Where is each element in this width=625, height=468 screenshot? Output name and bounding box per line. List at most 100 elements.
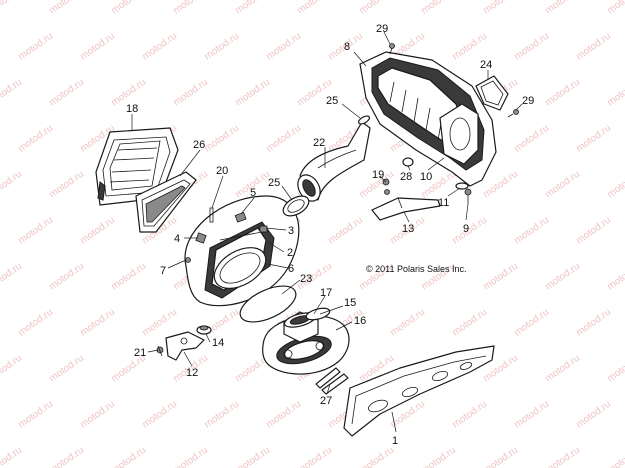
watermark-text: motod.ru (295, 0, 334, 16)
callout-14: 14 (212, 337, 224, 349)
watermark-text: motod.ru (605, 77, 625, 109)
watermark-text: motod.ru (543, 445, 582, 468)
watermark-text: motod.ru (264, 399, 303, 431)
watermark-text: motod.ru (16, 31, 55, 63)
leader-lines (131, 31, 523, 433)
callout-16: 16 (354, 315, 366, 327)
watermark-text: motod.ru (543, 261, 582, 293)
watermark-text: motod.ru (481, 0, 520, 16)
watermark-text: motod.ru (78, 215, 117, 247)
callout-labels: 18 26 20 5 3 4 2 7 6 23 17 15 16 21 14 1… (126, 23, 534, 447)
watermark-text: motod.ru (16, 307, 55, 339)
watermark-text: motod.ru (171, 77, 210, 109)
watermark-text: motod.ru (574, 307, 613, 339)
watermark-text: motod.ru (0, 77, 24, 109)
watermark-text: motod.ru (357, 0, 396, 16)
copyright-notice: © 2011 Polaris Sales Inc. (366, 264, 467, 274)
watermark-text: motod.ru (202, 31, 241, 63)
watermark-text: motod.ru (16, 123, 55, 155)
part-14-grommet (196, 325, 212, 335)
watermark-text: motod.ru (140, 399, 179, 431)
callout-19: 19 (372, 169, 384, 181)
watermark-text: motod.ru (543, 77, 582, 109)
watermark-text: motod.ru (0, 445, 24, 468)
watermark-text: motod.ru (450, 307, 489, 339)
callout-23: 23 (300, 273, 312, 285)
callout-29-right: 29 (522, 95, 534, 107)
part-21-screw (156, 345, 164, 357)
callout-12: 12 (186, 367, 198, 379)
watermark-text: motod.ru (481, 169, 520, 201)
callout-1: 1 (392, 435, 398, 447)
part-17-boot (283, 311, 319, 343)
part-25-clamp-lower (282, 195, 310, 217)
part-23-o-ring (239, 285, 297, 323)
watermark-text: motod.ru (574, 399, 613, 431)
watermark-text: motod.ru (140, 307, 179, 339)
watermark-text: motod.ru (543, 353, 582, 385)
watermark-text: motod.ru (233, 445, 272, 468)
watermark-text: motod.ru (264, 31, 303, 63)
watermark-text: motod.ru (512, 123, 551, 155)
watermark-text: motod.ru (264, 123, 303, 155)
hardware-4-7-20-5-3 (185, 207, 268, 263)
part-24-gasket (475, 75, 509, 111)
callout-2: 2 (287, 247, 293, 259)
part-29-screw-right (507, 109, 519, 118)
watermark-text: motod.ru (605, 169, 625, 201)
callout-20: 20 (216, 165, 228, 177)
watermark-text: motod.ru (512, 31, 551, 63)
callout-15: 15 (344, 297, 356, 309)
part-27-air-filter (135, 171, 197, 233)
callout-4: 4 (174, 233, 180, 245)
watermark-text: motod.ru (481, 261, 520, 293)
watermark-text: motod.ru (0, 169, 24, 201)
part-2-airbox-housing (184, 195, 300, 307)
callout-22: 22 (313, 137, 325, 149)
part-9-bolt (464, 188, 472, 204)
watermark-text: motod.ru (512, 215, 551, 247)
watermark-text: motod.ru (16, 215, 55, 247)
watermark-text: motod.ru (512, 307, 551, 339)
watermark-text: motod.ru (295, 445, 334, 468)
part-11-spacer (455, 182, 469, 190)
watermark-text: motod.ru (0, 0, 24, 16)
watermark-text: motod.ru (47, 77, 86, 109)
watermark-text: motod.ru (326, 215, 365, 247)
callout-26: 28 (400, 171, 412, 183)
watermark-text: motod.ru (450, 215, 489, 247)
watermark-text: motod.ru (171, 0, 210, 16)
callout-5: 5 (250, 187, 256, 199)
watermark-text: motod.ru (233, 0, 272, 16)
watermark-text: motod.ru (171, 445, 210, 468)
callout-6: 6 (288, 263, 294, 275)
watermark-text: motod.ru (574, 215, 613, 247)
watermark-text: motod.ru (543, 0, 582, 16)
part-19-fastener (382, 178, 390, 195)
watermark-text: motod.ru (0, 261, 24, 293)
part-12-bracket (165, 331, 205, 361)
watermark-text: motod.ru (47, 0, 86, 16)
watermark-text: motod.ru (140, 31, 179, 63)
watermark-text: motod.ru (450, 31, 489, 63)
callout-28: 27 (320, 395, 332, 407)
watermark-text: motod.ru (78, 31, 117, 63)
part-25-clamp-upper (357, 115, 371, 125)
watermark-text: motod.ru (419, 0, 458, 16)
part-29-screw-top (389, 43, 395, 55)
callout-7: 7 (160, 265, 166, 277)
callout-24: 24 (480, 59, 492, 71)
part-26-grommet (402, 157, 414, 167)
watermark-text: motod.ru (605, 445, 625, 468)
watermark-text: motod.ru (605, 0, 625, 16)
callout-11: 11 (438, 197, 449, 209)
callout-17: 17 (320, 287, 332, 299)
watermark-text: motod.ru (109, 445, 148, 468)
watermark-text: motod.ru (233, 77, 272, 109)
callout-27: 26 (193, 139, 205, 151)
watermark-text: motod.ru (47, 445, 86, 468)
watermark-text: motod.ru (481, 445, 520, 468)
